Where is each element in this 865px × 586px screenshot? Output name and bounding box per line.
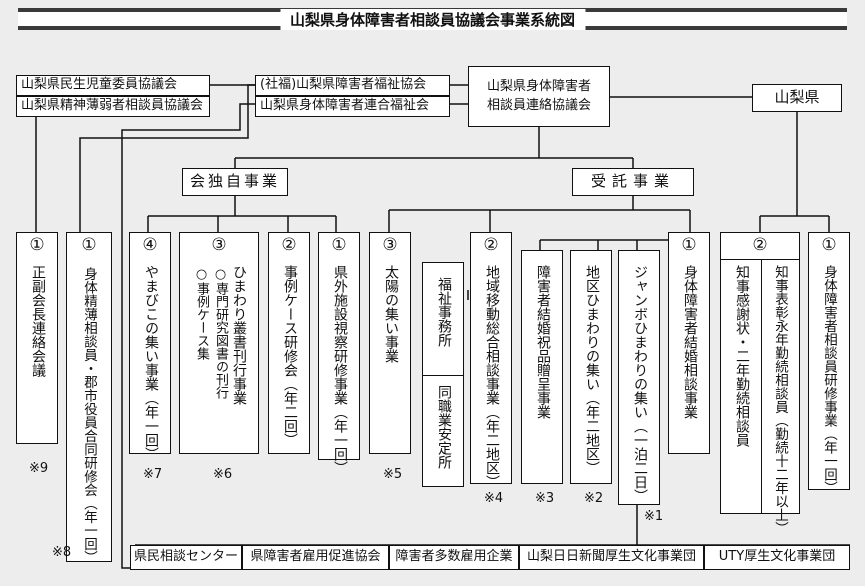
item-number: ③ <box>211 235 227 255</box>
item-note: ※6 <box>213 467 233 482</box>
divider <box>721 259 799 260</box>
bottom-uty: UTY厚生文化事業団 <box>704 545 850 570</box>
box-central-council: 山梨県身体障害者 相談員連絡協議会 <box>468 66 610 127</box>
item-9: 障害者結婚祝品贈呈事業 <box>521 250 563 484</box>
bottom-label: 障害者多数雇用企業 <box>395 549 513 565</box>
item-number: ④ <box>142 235 158 255</box>
item-2: ④ やまびこの集い事業（年一回） <box>129 232 171 461</box>
item-13: ② 知事感謝状・二年勤続相談員 知事表彰永年勤続相談員（勤続十二年以上） <box>720 232 800 535</box>
box-label: 山梨県精神薄弱者相談員協議会 <box>21 98 204 114</box>
item-number: ① <box>81 235 97 255</box>
box-yamanashi-pref: 山梨県 <box>752 84 842 112</box>
box-label: 山梨県 <box>774 88 820 107</box>
item-number: ① <box>681 235 697 255</box>
item-text: 身体精薄相談員・郡市役員合同研修会（年一回） <box>81 267 97 564</box>
bottom-nichinichi: 山梨日日新聞厚生文化事業団 <box>519 545 704 570</box>
item-text: 県外施設視察研修事業（年一回） <box>332 265 348 475</box>
box-rengo-fukushikai: 山梨県身体障害者連合福祉会 <box>255 96 450 117</box>
item-text: 正副会長連絡会議 <box>30 265 46 377</box>
item-number: ③ <box>382 235 398 255</box>
bottom-koyo-kyokai: 県障害者雇用促進協会 <box>242 545 389 570</box>
item-number: ① <box>821 235 837 255</box>
item-10: 地区ひまわりの集い（年二地区） <box>570 250 612 484</box>
item-text-3: ○事例ケース集 <box>194 267 209 360</box>
item-note: ※2 <box>584 491 604 506</box>
item-number: ① <box>331 235 347 255</box>
bottom-label: 県障害者雇用促進協会 <box>250 549 381 565</box>
item-number: ① <box>29 235 45 255</box>
item-text: 障害者結婚祝品贈呈事業 <box>535 265 551 419</box>
box-label: (社福)山梨県障害者福祉協会 <box>260 77 427 93</box>
item-12: ① 身体障害者結婚相談事業 <box>668 232 710 454</box>
item-note: ※1 <box>644 509 664 524</box>
item-note: ※3 <box>535 491 555 506</box>
item-text: 地区ひまわりの集い（年二地区） <box>584 265 600 475</box>
group-contract-business: 受託事業 <box>572 168 694 196</box>
box-seishin-council: 山梨県精神薄弱者相談員協議会 <box>16 96 210 117</box>
item-14: ① 身体障害者相談員研修事業（年一回） <box>808 232 850 495</box>
item-text: 事例ケース研修会（年二回） <box>282 265 298 447</box>
item-number: ② <box>483 235 499 255</box>
bottom-label: UTY厚生文化事業団 <box>718 549 836 565</box>
item-number: ② <box>281 235 297 255</box>
box-label-2: 相談員連絡協議会 <box>486 97 591 113</box>
item-text: 知事感謝状・二年勤続相談員 <box>734 265 750 447</box>
box-minsei-council: 山梨県民生児童委員協議会 <box>16 75 210 96</box>
bottom-label: 県民相談センター <box>134 549 239 565</box>
bottom-tasu-koyo: 障害者多数雇用企業 <box>389 545 519 570</box>
group-label: 会独自事業 <box>189 172 280 191</box>
bottom-label: 山梨日日新聞厚生文化事業団 <box>526 549 696 565</box>
item-4: ② 事例ケース研修会（年二回） <box>268 232 310 454</box>
item-note: ※8 <box>52 545 72 560</box>
item-number: ② <box>752 235 768 255</box>
box-label-1: 山梨県身体障害者 <box>486 78 591 94</box>
divider <box>423 375 463 376</box>
item-note: ※4 <box>484 491 504 506</box>
group-label: 受託事業 <box>590 172 675 191</box>
item-note: ※7 <box>143 467 163 482</box>
item-7: 福祉事務所 同職業安定所 <box>422 262 464 487</box>
item-text: ジャンボひまわりの集い（一泊二日） <box>632 265 648 503</box>
item-8: ② 地域移動総合相談事業（年二地区） <box>470 232 512 489</box>
box-label: 山梨県身体障害者連合福祉会 <box>260 98 430 114</box>
box-fukushi-kyokai: (社福)山梨県障害者福祉協会 <box>255 75 450 96</box>
bottom-kenmin-center: 県民相談センター <box>130 545 242 570</box>
item-text: 身体障害者相談員研修事業（年一回） <box>821 265 837 495</box>
item-text: 福祉事務所 <box>436 277 452 347</box>
item-text: やまびこの集い事業（年一回） <box>143 265 159 461</box>
item-3: ③ ひまわり叢書刊行事業 ○専門研究図書の刊行 ○事例ケース集 <box>179 232 259 454</box>
item-text: ひまわり叢書刊行事業 <box>231 265 247 405</box>
item-0: ① 正副会長連絡会議 <box>16 232 58 444</box>
item-text-2: 知事表彰永年勤続相談員（勤続十二年以上） <box>772 265 788 535</box>
divider <box>761 259 762 513</box>
group-own-business: 会独自事業 <box>182 168 288 196</box>
item-1: ① 身体精薄相談員・郡市役員合同研修会（年一回） <box>66 232 112 564</box>
item-note: ※5 <box>383 467 403 482</box>
item-5: ① 県外施設視察研修事業（年一回） <box>318 232 360 475</box>
item-text: 地域移動総合相談事業（年二地区） <box>484 265 500 489</box>
item-11: ジャンボひまわりの集い（一泊二日） <box>618 250 660 505</box>
item-text: 身体障害者結婚相談事業 <box>682 265 698 419</box>
item-note: ※9 <box>29 461 49 476</box>
page-title: 山梨県身体障害者相談員協議会事業系統図 <box>279 9 586 30</box>
item-text-2: 同職業安定所 <box>436 385 452 469</box>
item-text: 太陽の集い事業 <box>383 265 399 363</box>
box-label: 山梨県民生児童委員協議会 <box>21 77 178 93</box>
item-6: ③ 太陽の集い事業 <box>369 232 411 454</box>
item-text-2: ○専門研究図書の刊行 <box>213 267 228 399</box>
